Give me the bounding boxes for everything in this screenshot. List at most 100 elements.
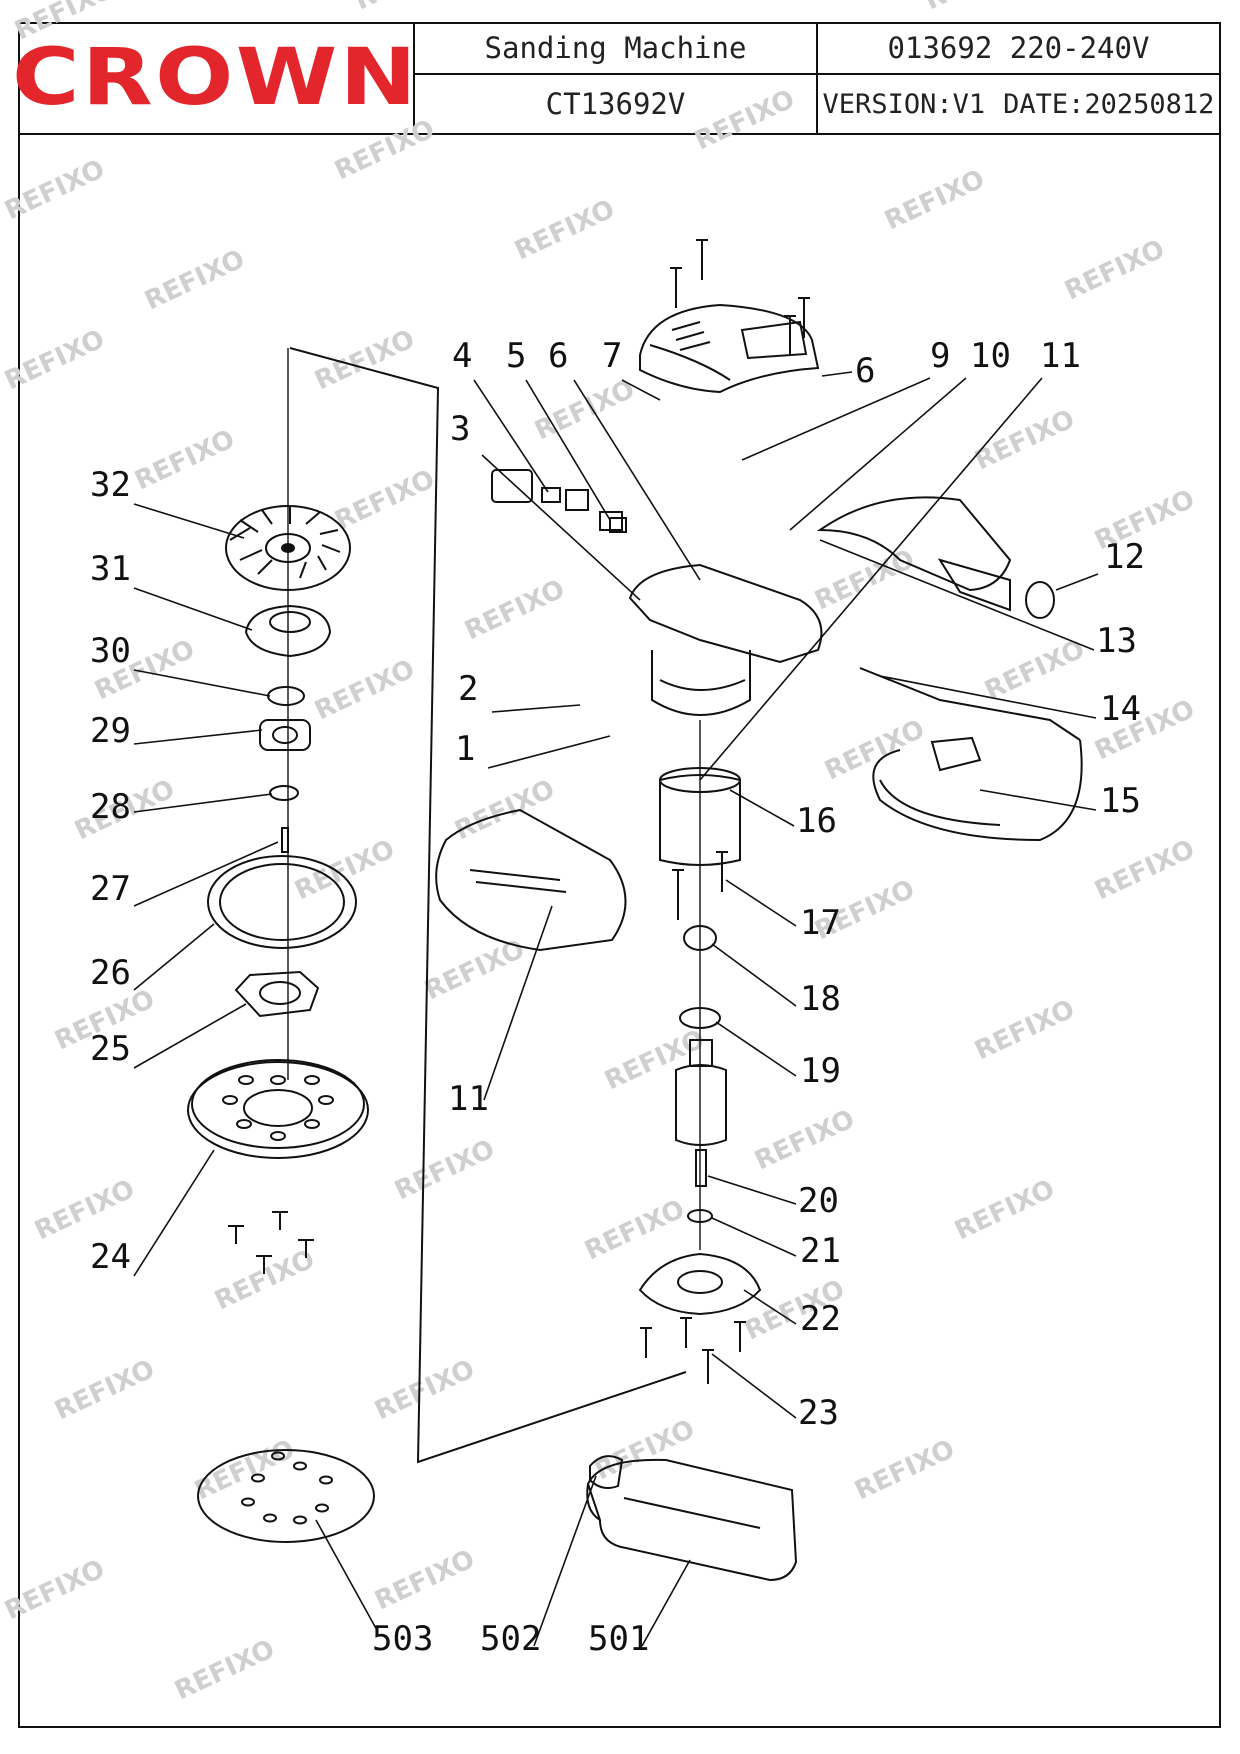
- leader-line-19: [715, 1021, 797, 1077]
- part-label-4: 4: [452, 336, 472, 376]
- top-cover: [639, 303, 820, 394]
- part-label-25: 25: [90, 1029, 131, 1069]
- leader-line-9: [741, 377, 931, 461]
- watermark-text: REFIXO: [50, 1354, 159, 1426]
- leader-line-24: [133, 1149, 215, 1277]
- leader-line-13: [819, 539, 1095, 651]
- parts-drawings: [187, 239, 1083, 1582]
- watermark-text: REFIXO: [450, 774, 559, 846]
- part-label-12: 12: [1104, 537, 1145, 577]
- leader-line-20: [707, 1175, 797, 1205]
- watermark-text: REFIXO: [690, 84, 799, 156]
- code-voltage: 013692 220-240V: [818, 22, 1219, 75]
- brush-parts: [541, 487, 627, 533]
- part-label-23: 23: [798, 1393, 839, 1433]
- leader-line-31: [133, 587, 253, 631]
- washer-21: [687, 1209, 713, 1223]
- leader-line-1: [487, 735, 611, 769]
- watermark-text: REFIXO: [920, 0, 1029, 16]
- watermark-layer: REFIXO REFIXO REFIXO REFIXO REFIXO REFIXO REFI…: [0, 0, 1199, 1706]
- watermark-text: REFIXO: [170, 1634, 279, 1706]
- watermark-text: REFIXO: [130, 424, 239, 496]
- watermark-text: REFIXO: [580, 1194, 689, 1266]
- watermark-text: REFIXO: [210, 1244, 319, 1316]
- part-label-6: 6: [855, 351, 875, 391]
- watermark-text: REFIXO: [810, 544, 919, 616]
- leader-line-26: [133, 923, 215, 991]
- leader-line-32: [133, 503, 245, 539]
- part-label-31: 31: [90, 549, 131, 589]
- ring-26: [207, 855, 357, 949]
- leader-line-29: [133, 729, 263, 745]
- washer-30: [267, 686, 305, 706]
- part-label-27: 27: [90, 869, 131, 909]
- watermark-text: REFIXO: [310, 324, 419, 396]
- leader-line-10: [789, 377, 967, 531]
- part-label-6: 6: [548, 336, 568, 376]
- part-label-32: 32: [90, 465, 131, 505]
- part-label-30: 30: [90, 631, 131, 671]
- switch-3: [491, 469, 533, 503]
- watermark-text: REFIXO: [390, 1134, 499, 1206]
- part-label-1: 1: [455, 729, 475, 769]
- watermark-text: REFIXO: [980, 634, 1089, 706]
- watermark-text: REFIXO: [330, 114, 439, 186]
- part-label-13: 13: [1096, 621, 1137, 661]
- leader-line-5: [525, 379, 611, 521]
- leader-line-2: [491, 704, 581, 713]
- leader-line-23: [711, 1353, 797, 1419]
- part-label-24: 24: [90, 1237, 131, 1277]
- part-label-16: 16: [796, 801, 837, 841]
- ring-12: [1025, 581, 1055, 619]
- part-label-18: 18: [800, 979, 841, 1019]
- watermark-text: REFIXO: [0, 324, 109, 396]
- sanding-pad-24: [187, 1059, 369, 1159]
- leader-line-4: [473, 379, 549, 493]
- leader-line-11: [699, 377, 1043, 781]
- watermark-text: REFIXO: [0, 154, 109, 226]
- bearing-housing-part: [244, 604, 332, 658]
- top-screws: [670, 239, 810, 356]
- part-label-14: 14: [1100, 689, 1141, 729]
- leader-line-6: [821, 371, 853, 377]
- screws-17: [672, 851, 728, 920]
- part-label-5: 5: [506, 336, 526, 376]
- version-text: VERSION:V1: [822, 88, 986, 120]
- armature: [675, 1039, 727, 1187]
- drawing-frame: [18, 22, 1221, 1728]
- leader-lines: [133, 371, 1099, 1647]
- part-label-10: 10: [970, 336, 1011, 376]
- part-label-28: 28: [90, 787, 131, 827]
- part-label-502: 502: [480, 1619, 541, 1659]
- leader-line-30: [133, 669, 271, 697]
- main-housing: [628, 563, 823, 716]
- side-handle: [816, 496, 1012, 612]
- brand-logo-text: CROWN: [11, 32, 420, 123]
- brand-logo: CROWN: [12, 22, 417, 133]
- watermark-text: REFIXO: [310, 654, 419, 726]
- connector-502: [589, 1455, 624, 1489]
- watermark-text: REFIXO: [970, 994, 1079, 1066]
- part-label-15: 15: [1100, 781, 1141, 821]
- model-number: CT13692V: [415, 75, 818, 133]
- dust-box-501: [586, 1458, 798, 1582]
- bearing-29: [259, 719, 311, 751]
- version-date: VERSION:V1 DATE:20250812: [818, 75, 1219, 133]
- watermark-text: REFIXO: [750, 1104, 859, 1176]
- plate-25: [234, 970, 320, 1018]
- watermark-text: REFIXO: [820, 714, 929, 786]
- watermark-text: REFIXO: [510, 194, 619, 266]
- bracket-line: [289, 347, 687, 1464]
- leader-line-25: [133, 1003, 247, 1069]
- part-label-11: 11: [448, 1079, 489, 1119]
- leader-line-18: [711, 943, 797, 1007]
- part-label-19: 19: [800, 1051, 841, 1091]
- watermark-text: REFIXO: [880, 164, 989, 236]
- part-label-9: 9: [930, 336, 950, 376]
- leader-line-27: [133, 841, 279, 907]
- part-label-3: 3: [450, 409, 470, 449]
- lower-housing-11: [435, 808, 627, 952]
- part-label-26: 26: [90, 953, 131, 993]
- watermark-text: REFIXO: [950, 1174, 1059, 1246]
